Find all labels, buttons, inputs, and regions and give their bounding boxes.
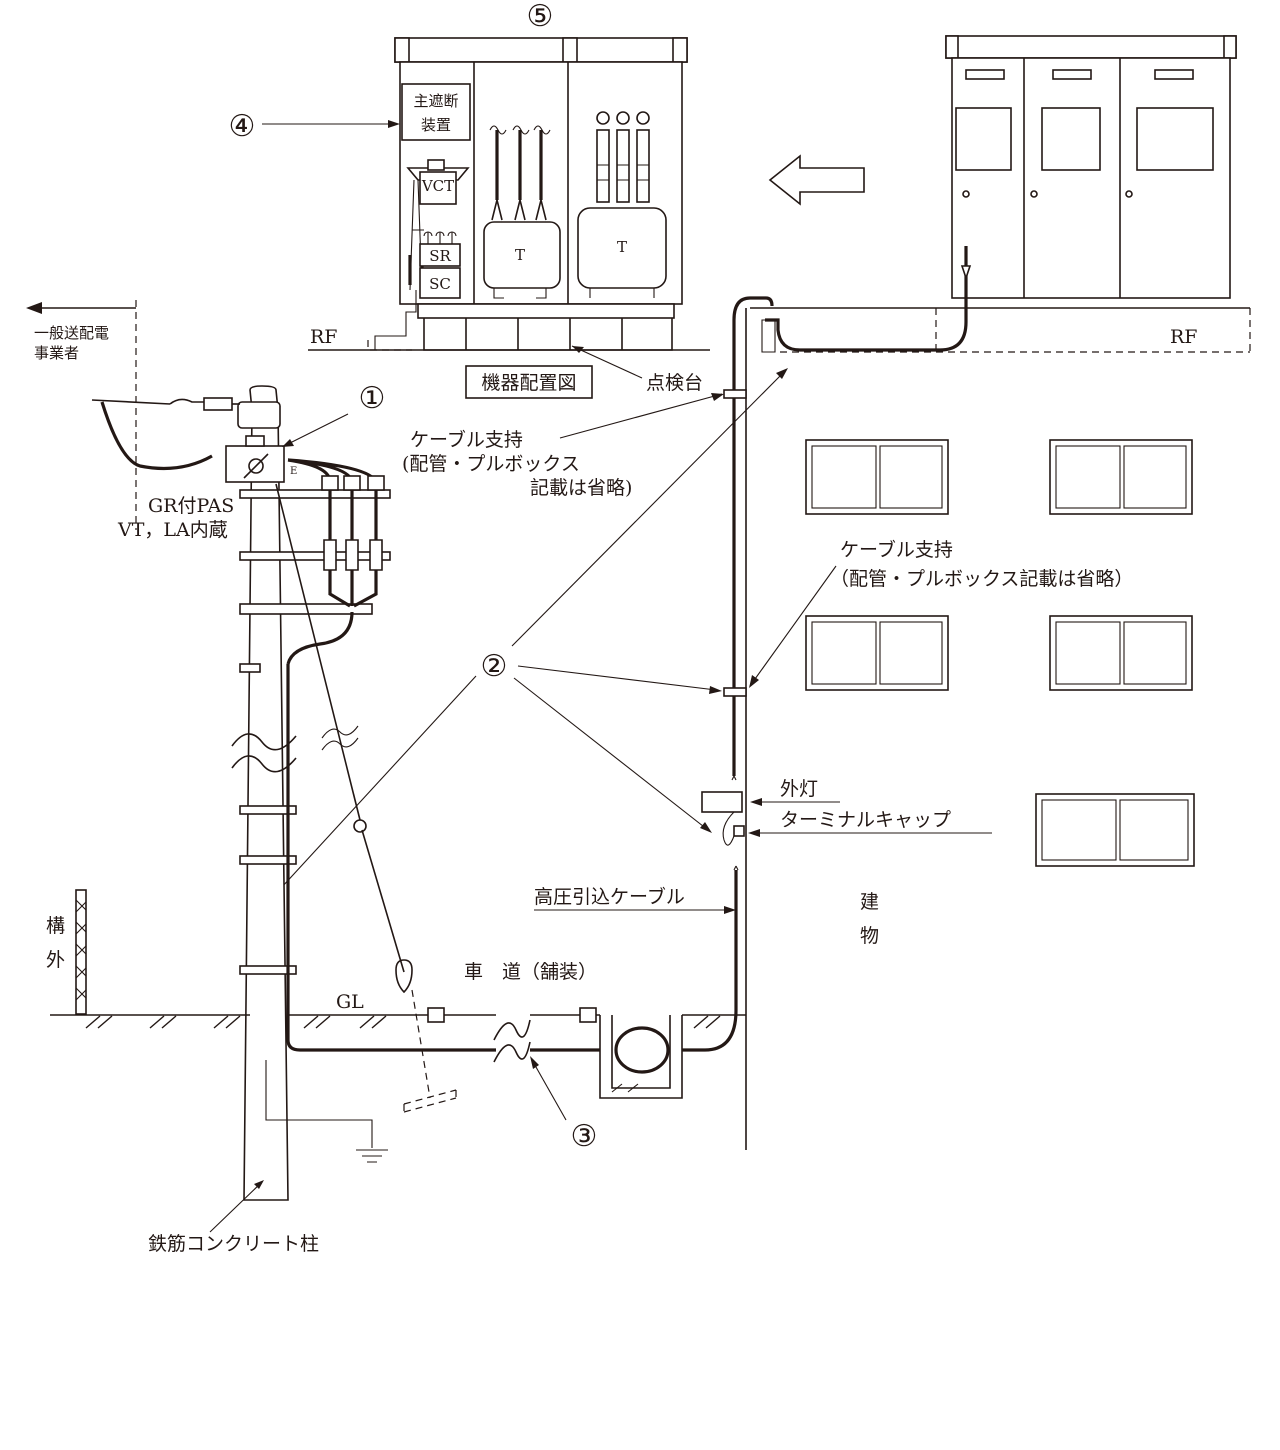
cable-support-b-label-1: ケーブル支持 <box>840 538 953 561</box>
ground-hatch <box>85 1015 721 1029</box>
vct-label: VCT <box>421 177 454 195</box>
main-breaker-box <box>401 83 471 141</box>
outside-label-2: 外 <box>46 949 65 971</box>
gr-pas-label: GR付PAS <box>148 495 234 517</box>
cable-support-b-label-2: （配管・プルボックス記載は省略） <box>830 568 1133 590</box>
building-label-1: 建 <box>860 891 879 913</box>
utility-label-1: 一般送配電 <box>34 324 109 342</box>
cable-support-a-label-1: ケーブル支持 <box>410 428 523 451</box>
marker-3: ③ <box>571 1119 598 1154</box>
pole-break-mark <box>231 733 297 773</box>
rf-left-label: RF <box>310 326 338 348</box>
marker-5: ⑤ <box>527 0 554 34</box>
cubicle-equipment: 主遮断 装置 VCT SR SC T T <box>374 37 688 351</box>
inspection-platform-label: 点検台 <box>646 372 703 394</box>
outdoor-light <box>701 791 743 813</box>
marker-2: ② <box>481 649 508 684</box>
transformer-2 <box>577 207 667 289</box>
layout-box <box>465 365 593 399</box>
main-breaker-label-1: 主遮断 <box>413 92 458 110</box>
terminal-cap-label: ターミナルキャップ <box>780 809 951 831</box>
rf-right-label: RF <box>1170 326 1198 348</box>
inspection-platform <box>423 318 673 351</box>
marker-4: ④ <box>229 109 256 144</box>
underground-cable <box>286 664 496 1052</box>
utility-label-2: 事業者 <box>34 344 79 362</box>
road-label: 車 道（舗装） <box>464 961 597 983</box>
terminal-cap <box>733 825 745 837</box>
hv-cable-label: 高圧引込ケーブル <box>534 885 685 908</box>
sc-label: SC <box>429 275 451 293</box>
pole-label: 鉄筋コンクリート柱 <box>148 1233 319 1255</box>
pas-switch <box>225 445 285 483</box>
cable-support-1 <box>723 389 747 399</box>
direction-arrow <box>768 154 865 206</box>
sr-label: SR <box>429 247 451 265</box>
main-breaker-label-2: 装置 <box>421 116 451 134</box>
transformer-1 <box>483 221 561 289</box>
ground-symbol <box>356 1149 388 1163</box>
cubicle-front-view <box>945 35 1237 299</box>
sc-box <box>419 267 461 299</box>
fence <box>75 889 87 1015</box>
outdoor-light-label: 外灯 <box>780 778 818 800</box>
gl-label: GL <box>336 991 364 1013</box>
cable-support-a-label-2: (配管・プルボックス <box>402 453 580 475</box>
marker-1: ① <box>359 381 386 416</box>
building-windows <box>805 439 1195 867</box>
vct-box <box>419 171 457 205</box>
transformer-2-label: T <box>617 238 627 256</box>
wall-cable-lower <box>680 870 738 1052</box>
transformer-1-label: T <box>515 246 525 264</box>
stay-wire <box>275 483 361 821</box>
wall-cable-upper <box>732 296 774 776</box>
outside-label-1: 構 <box>46 915 65 937</box>
earth-mark: E <box>290 466 297 477</box>
vt-la-label: VT，LA内蔵 <box>117 519 228 541</box>
cable-support-a-label-3: 記載は省略) <box>530 477 632 499</box>
layout-box-label: 機器配置図 <box>481 372 576 394</box>
building-label-2: 物 <box>860 925 879 947</box>
roof-cable <box>765 246 968 352</box>
cable-support-2 <box>723 687 747 697</box>
